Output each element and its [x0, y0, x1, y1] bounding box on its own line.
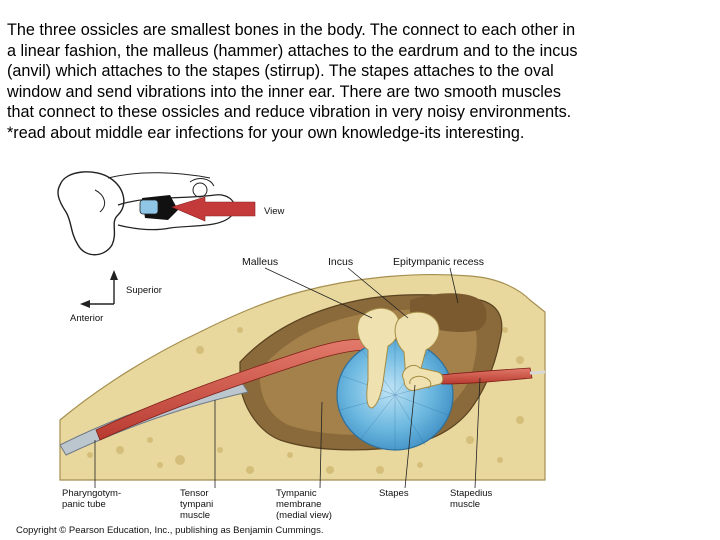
- tympanic-membrane-label-1: Tympanic: [276, 488, 317, 499]
- tympanic-membrane-label-3: (medial view): [276, 510, 332, 521]
- incus-label: Incus: [328, 256, 353, 268]
- slide-body-text: The three ossicles are smallest bones in…: [7, 20, 713, 143]
- superior-label: Superior: [126, 285, 162, 296]
- tympanic-membrane: [337, 340, 453, 450]
- middle-ear-figure: View Superior Anterior Malleus Incus Epi…: [0, 160, 720, 540]
- ear-anatomy-illustration: View Superior Anterior Malleus Incus Epi…: [0, 160, 720, 540]
- view-label: View: [264, 206, 285, 217]
- stapes-label: Stapes: [379, 488, 409, 499]
- malleus-label: Malleus: [242, 256, 278, 268]
- text-line: The three ossicles are smallest bones in…: [7, 20, 713, 41]
- text-line: *read about middle ear infections for yo…: [7, 123, 713, 144]
- pharyngotympanic-label-1: Pharyngotym-: [62, 488, 121, 499]
- tensor-tympani-label-1: Tensor: [180, 488, 209, 499]
- ear-inset: View: [58, 172, 285, 255]
- text-line: (anvil) which attaches to the stapes (st…: [7, 61, 713, 82]
- text-line: that connect to these ossicles and reduc…: [7, 102, 713, 123]
- stapedius-label-2: muscle: [450, 499, 480, 510]
- text-line: window and send vibrations into the inne…: [7, 82, 713, 103]
- pharyngotympanic-label-2: panic tube: [62, 499, 106, 510]
- copyright-notice: Copyright © Pearson Education, Inc., pub…: [16, 525, 323, 536]
- orientation-indicator: Superior Anterior: [70, 270, 162, 324]
- tympanic-membrane-label-2: membrane: [276, 499, 321, 510]
- anterior-label: Anterior: [70, 313, 103, 324]
- text-line: a linear fashion, the malleus (hammer) a…: [7, 41, 713, 62]
- tensor-tympani-label-2: tympani: [180, 499, 213, 510]
- epitympanic-recess-label: Epitympanic recess: [393, 256, 484, 268]
- tensor-tympani-label-3: muscle: [180, 510, 210, 521]
- stapedius-label-1: Stapedius: [450, 488, 493, 499]
